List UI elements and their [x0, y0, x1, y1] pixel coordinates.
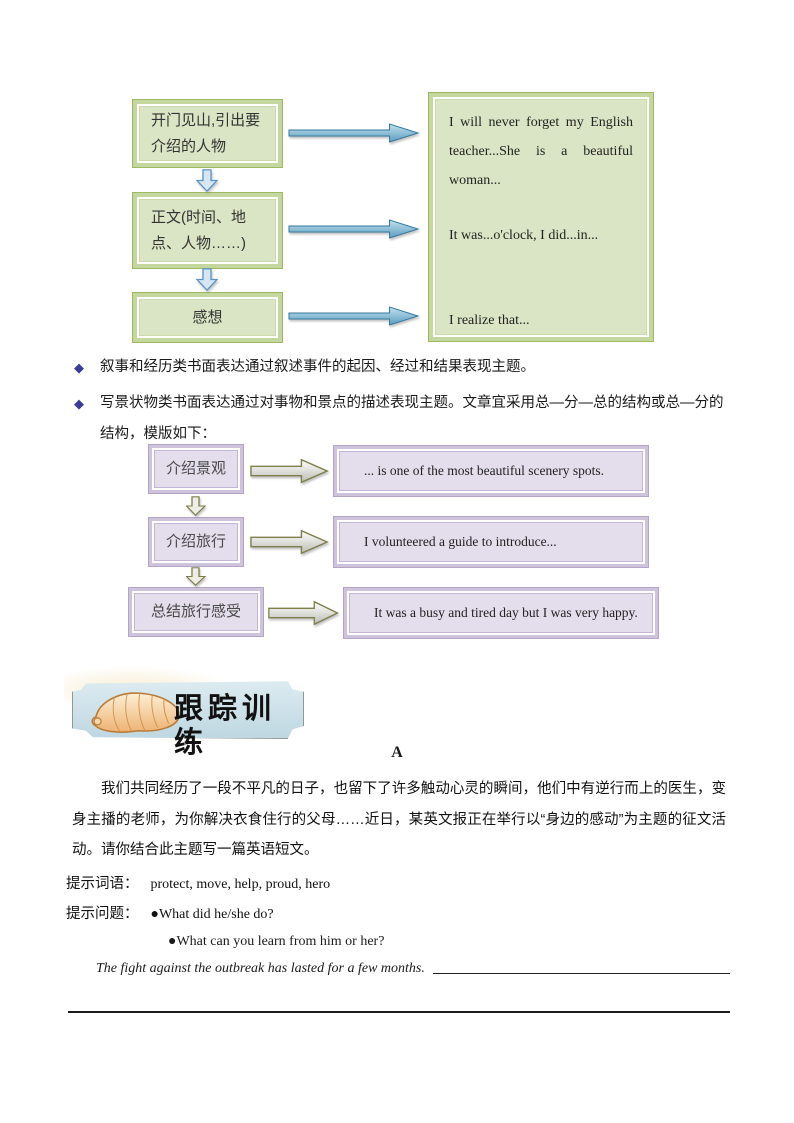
box-gap: 开门见山,引出要介绍的人物 [137, 104, 278, 163]
right-arrow-icon [288, 121, 420, 145]
right-arrow-icon [288, 304, 420, 328]
scenery-step-summary-box: 总结旅行感受 [128, 587, 264, 637]
writing-notes-list: ◆ 叙事和经历类书面表达通过叙述事件的起因、经过和结果表现主题。 ◆ 写景状物类… [72, 352, 728, 450]
box-gap: 总结旅行感受 [132, 591, 260, 633]
scenery-example-trip: I volunteered a guide to introduce... [339, 522, 643, 562]
narrative-examples-box: I will never forget my English teacher..… [428, 92, 654, 342]
practice-banner: 跟踪训练 [64, 666, 304, 759]
hint-words-row: 提示词语： protect, move, help, proud, hero [66, 872, 330, 893]
box-band: 总结旅行感受 [128, 587, 264, 637]
scenery-example-intro-box: ... is one of the most beautiful scenery… [333, 445, 649, 497]
box-band: 开门见山,引出要介绍的人物 [132, 99, 283, 168]
narrative-examples-content: I will never forget my English teacher..… [435, 99, 647, 335]
box-band: 正文(时间、地点、人物……) [132, 192, 283, 269]
hint-words-label: 提示词语： [66, 876, 139, 892]
shell-icon [78, 687, 200, 737]
note-item: ◆ 叙事和经历类书面表达通过叙述事件的起因、经过和结果表现主题。 [72, 352, 728, 383]
down-arrow-icon [196, 169, 218, 192]
down-arrow-icon [186, 496, 206, 516]
note-item: ◆ 写景状物类书面表达通过对事物和景点的描述表现主题。文章宜采用总—分—总的结构… [72, 388, 728, 450]
scenery-example-trip-box: I volunteered a guide to introduce... [333, 516, 649, 568]
scenery-step-intro-box: 介绍景观 [148, 444, 244, 494]
scenery-example-summary-box: It was a busy and tired day but I was ve… [343, 587, 659, 639]
exercise-prompt: 我们共同经历了一段不平凡的日子，也留下了许多触动心灵的瞬间，他们中有逆行而上的医… [72, 781, 726, 858]
box-gap: It was a busy and tired day but I was ve… [347, 591, 655, 635]
note-text: 叙事和经历类书面表达通过叙述事件的起因、经过和结果表现主题。 [100, 359, 535, 375]
diamond-bullet-icon: ◆ [74, 360, 84, 375]
box-band: I will never forget my English teacher..… [428, 92, 654, 342]
bottom-divider [68, 1011, 730, 1013]
narrative-step-feeling-box: 感想 [132, 292, 283, 343]
box-gap: I will never forget my English teacher..… [433, 97, 649, 337]
starter-sentence: The fight against the outbreak has laste… [96, 961, 425, 976]
narrative-step-body-label: 正文(时间、地点、人物……) [139, 199, 276, 262]
scenery-example-summary: It was a busy and tired day but I was ve… [349, 593, 653, 633]
hint-words-value: protect, move, help, proud, hero [150, 877, 331, 892]
box-gap: I volunteered a guide to introduce... [337, 520, 645, 564]
box-gap: 正文(时间、地点、人物……) [137, 197, 278, 264]
narrative-example-opening: I will never forget my English teacher..… [449, 115, 633, 188]
starter-sentence-row: The fight against the outbreak has laste… [72, 961, 730, 977]
box-gap: ... is one of the most beautiful scenery… [337, 449, 645, 493]
scenery-step-trip-box: 介绍旅行 [148, 517, 244, 567]
narrative-example-feeling: I realize that... [449, 313, 530, 328]
box-band: It was a busy and tired day but I was ve… [343, 587, 659, 639]
right-arrow-icon [250, 527, 330, 557]
scenery-step-intro-label: 介绍景观 [154, 450, 238, 488]
box-band: ... is one of the most beautiful scenery… [333, 445, 649, 497]
section-label: A [391, 744, 403, 761]
box-band: 介绍景观 [148, 444, 244, 494]
hint-questions-row: 提示问题： ●What did he/she do? [66, 902, 274, 923]
narrative-step-feeling-label: 感想 [139, 299, 276, 336]
down-arrow-icon [196, 268, 218, 291]
right-arrow-icon [288, 217, 420, 241]
right-arrow-icon [250, 456, 330, 486]
scenery-step-trip-label: 介绍旅行 [154, 523, 238, 561]
box-gap: 介绍旅行 [152, 521, 240, 563]
narrative-step-body-box: 正文(时间、地点、人物……) [132, 192, 283, 269]
narrative-step-opening-box: 开门见山,引出要介绍的人物 [132, 99, 283, 168]
hint-question-1: ●What did he/she do? [150, 907, 274, 922]
box-band: I volunteered a guide to introduce... [333, 516, 649, 568]
right-arrow-icon [268, 598, 340, 628]
box-gap: 介绍景观 [152, 448, 240, 490]
narrative-example-body: It was...o'clock, I did...in... [449, 228, 599, 243]
narrative-step-opening-label: 开门见山,引出要介绍的人物 [139, 106, 276, 161]
box-band: 介绍旅行 [148, 517, 244, 567]
box-gap: 感想 [137, 297, 278, 338]
hint-question-2: ●What can you learn from him or her? [168, 934, 385, 949]
note-text: 写景状物类书面表达通过对事物和景点的描述表现主题。文章宜采用总—分—总的结构或总… [100, 395, 724, 442]
scenery-step-summary-label: 总结旅行感受 [134, 593, 258, 631]
hint-questions-label: 提示问题： [66, 906, 139, 922]
down-arrow-icon [186, 567, 206, 586]
box-band: 感想 [132, 292, 283, 343]
banner-title: 跟踪训练 [174, 693, 277, 759]
answer-blank-line [432, 973, 730, 974]
diamond-bullet-icon: ◆ [74, 396, 84, 411]
scenery-example-intro: ... is one of the most beautiful scenery… [339, 451, 643, 491]
